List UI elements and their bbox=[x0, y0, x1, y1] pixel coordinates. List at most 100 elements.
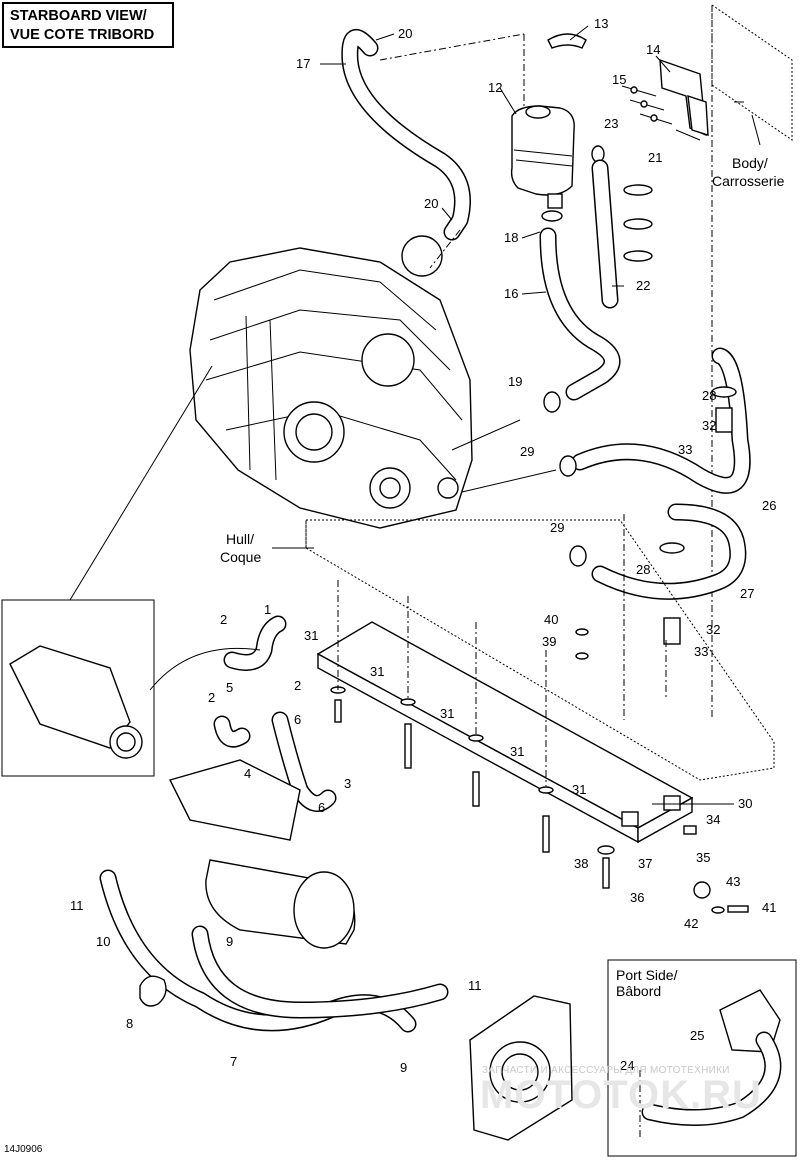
callout-33: 33 bbox=[678, 442, 692, 457]
callout-14: 14 bbox=[646, 42, 660, 57]
callout-32: 32 bbox=[702, 418, 716, 433]
callout-22: 22 bbox=[636, 278, 650, 293]
label-body-fr: Carrosserie bbox=[712, 173, 785, 189]
callout-31: 31 bbox=[440, 706, 454, 721]
callout-20: 20 bbox=[424, 196, 438, 211]
callout-30: 30 bbox=[738, 796, 752, 811]
callout-10: 10 bbox=[96, 934, 110, 949]
callout-29: 29 bbox=[550, 520, 564, 535]
jet-pump-housing bbox=[469, 995, 573, 1141]
callout-29: 29 bbox=[520, 444, 534, 459]
clamp-29-lower bbox=[569, 545, 587, 567]
callout-24: 24 bbox=[620, 1058, 634, 1073]
body-panel bbox=[711, 4, 793, 720]
callout-31: 31 bbox=[304, 628, 318, 643]
connection-lines bbox=[379, 33, 667, 720]
callout-39: 39 bbox=[542, 634, 556, 649]
hardware-36-43 bbox=[575, 628, 749, 914]
callout-7: 7 bbox=[230, 1054, 237, 1069]
clamp-18 bbox=[543, 391, 561, 413]
callout-1: 1 bbox=[264, 602, 271, 617]
callout-19: 17 bbox=[296, 56, 310, 71]
callout-2: 2 bbox=[294, 678, 301, 693]
callout-43: 43 bbox=[726, 874, 740, 889]
callout-36: 36 bbox=[630, 890, 644, 905]
view-title-line2: VUE COTE TRIBORD bbox=[10, 27, 155, 43]
port-side-detail bbox=[607, 959, 797, 1157]
callout-33: 33 bbox=[694, 644, 708, 659]
label-port-side-fr: Bâbord bbox=[616, 983, 661, 999]
callout-13: 13 bbox=[594, 16, 608, 31]
callout-leaders bbox=[320, 25, 744, 295]
callout-6: 6 bbox=[318, 800, 325, 815]
view-title-box: STARBOARD VIEW/ VUE COTE TRIBORD bbox=[2, 2, 174, 48]
watermark-line1: ЗАПЧАСТИ И АКСЕССУАРЫ ДЛЯ МОТОТЕХНИКИ bbox=[482, 1065, 730, 1076]
hose-26 bbox=[571, 347, 751, 494]
callout-18: 19 bbox=[508, 374, 522, 389]
hose-4 bbox=[213, 715, 251, 748]
label-hull: Hull/ bbox=[226, 531, 254, 547]
callout-31: 31 bbox=[510, 744, 524, 759]
callout-8: 8 bbox=[126, 1016, 133, 1031]
callout-42: 42 bbox=[684, 916, 698, 931]
manifold-detail bbox=[1, 365, 213, 777]
hose-1 bbox=[223, 615, 287, 671]
hose-7 bbox=[191, 925, 449, 1019]
clamps-21 bbox=[591, 145, 653, 262]
fitting-32-upper bbox=[711, 386, 737, 433]
callout-2: 2 bbox=[208, 690, 215, 705]
callout-31: 31 bbox=[370, 664, 384, 679]
callout-27: 27 bbox=[740, 586, 754, 601]
callout-26: 26 bbox=[762, 498, 776, 513]
callout-9: 9 bbox=[400, 1060, 407, 1075]
view-title-line1: STARBOARD VIEW/ bbox=[10, 8, 147, 24]
callout-38: 38 bbox=[574, 856, 588, 871]
callout-34: 34 bbox=[706, 812, 720, 827]
coolant-reservoir-12 bbox=[510, 33, 587, 222]
callout-numbers: 17 20 20 12 13 14 15 23 21 18 16 22 19 2… bbox=[70, 16, 776, 1075]
callout-28: 28 bbox=[636, 562, 650, 577]
hose-19 bbox=[341, 29, 471, 241]
seal-8 bbox=[139, 975, 167, 1007]
bolts-31 bbox=[330, 580, 554, 853]
hose-27 bbox=[591, 503, 747, 600]
hose-22 bbox=[591, 159, 619, 309]
callout-12: 12 bbox=[488, 80, 502, 95]
callout-35: 35 bbox=[696, 850, 710, 865]
callout-2: 2 bbox=[220, 612, 227, 627]
callout-11: 11 bbox=[468, 978, 482, 993]
callout-20: 20 bbox=[398, 26, 412, 41]
callout-40: 40 bbox=[544, 612, 558, 627]
bracket-14 bbox=[621, 58, 709, 141]
hull-outline bbox=[272, 519, 775, 781]
exhaust-muffler bbox=[149, 647, 356, 949]
callout-28: 28 bbox=[702, 388, 716, 403]
callout-41: 41 bbox=[762, 900, 776, 915]
callout-6: 6 bbox=[294, 712, 301, 727]
callout-3: 3 bbox=[344, 776, 351, 791]
fitting-32-lower bbox=[659, 542, 685, 645]
label-port-side: Port Side/ bbox=[616, 967, 678, 983]
engine-block bbox=[189, 235, 473, 529]
hose-16 bbox=[539, 227, 621, 401]
callout-31: 31 bbox=[572, 782, 586, 797]
watermark-line2: MOTOTOK.RU bbox=[480, 1073, 762, 1117]
callout-25: 25 bbox=[690, 1028, 704, 1043]
label-body: Body/ bbox=[732, 155, 768, 171]
callout-11: 11 bbox=[70, 898, 84, 913]
callout-37: 37 bbox=[638, 856, 652, 871]
callout-9: 9 bbox=[226, 934, 233, 949]
label-hull-fr: Coque bbox=[220, 549, 261, 565]
callout-5: 5 bbox=[226, 680, 233, 695]
mounting-rail-30 bbox=[316, 621, 734, 844]
callout-15: 15 bbox=[612, 72, 626, 87]
callout-16: 16 bbox=[504, 286, 518, 301]
callout-32: 32 bbox=[706, 622, 720, 637]
clamp-29-upper bbox=[559, 455, 577, 477]
figure-id: 14J0906 bbox=[4, 1144, 43, 1155]
callout-21: 21 bbox=[648, 150, 662, 165]
callout-4: 4 bbox=[244, 766, 251, 781]
callout-23: 23 bbox=[604, 116, 618, 131]
callout-17: 18 bbox=[504, 230, 518, 245]
